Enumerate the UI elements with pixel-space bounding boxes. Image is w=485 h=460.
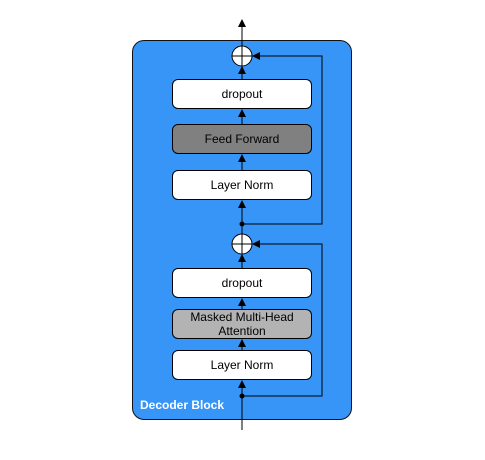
layer-norm-top-box: Layer Norm xyxy=(172,170,312,200)
masked-attention-box: Masked Multi-Head Attention xyxy=(172,309,312,339)
dropout-top-box: dropout xyxy=(172,79,312,109)
layer-norm-bottom-box: Layer Norm xyxy=(172,350,312,380)
decoder-block-label: Decoder Block xyxy=(140,398,225,412)
dropout-bottom-box: dropout xyxy=(172,268,312,298)
feed-forward-box: Feed Forward xyxy=(172,124,312,154)
